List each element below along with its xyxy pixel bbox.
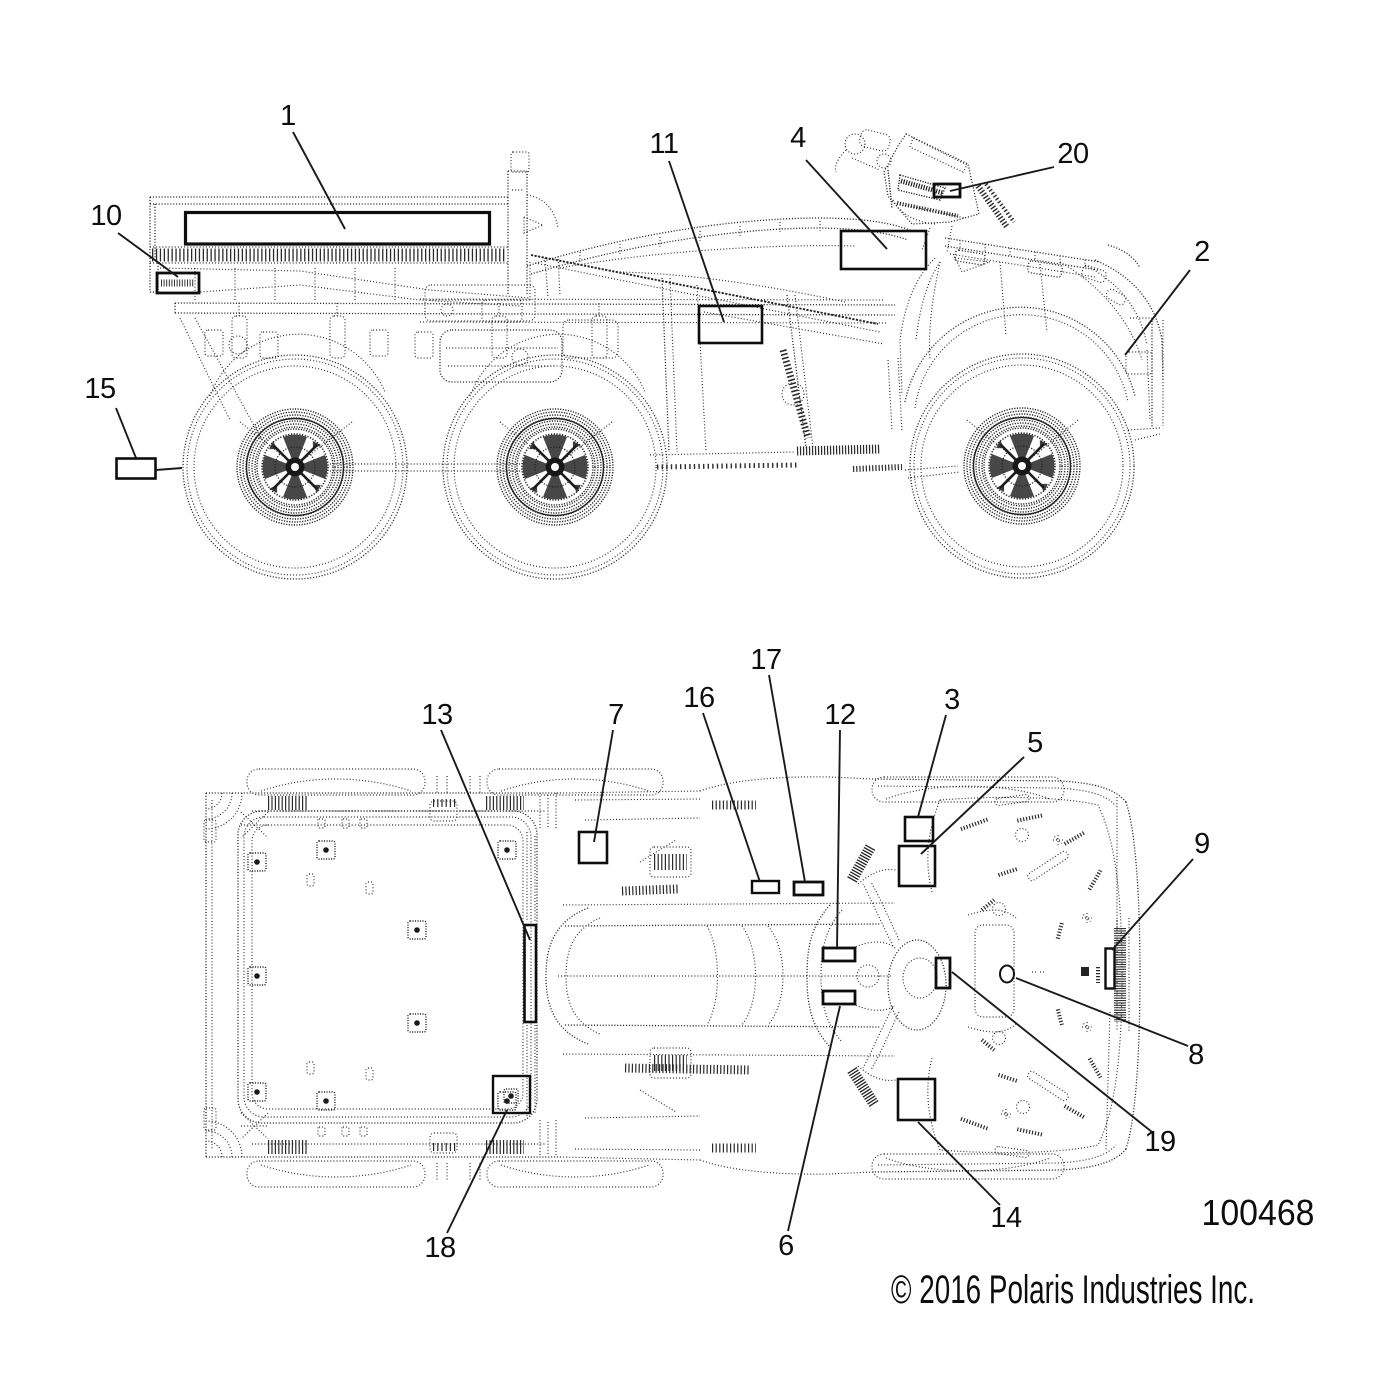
svg-text:4: 4 <box>790 122 806 154</box>
svg-text:11: 11 <box>649 128 678 160</box>
svg-text:3: 3 <box>944 684 960 716</box>
svg-text:13: 13 <box>421 699 452 731</box>
svg-text:9: 9 <box>1194 828 1210 860</box>
svg-text:16: 16 <box>683 682 714 714</box>
svg-text:10: 10 <box>90 200 121 232</box>
svg-text:14: 14 <box>990 1202 1022 1234</box>
svg-text:12: 12 <box>824 699 855 731</box>
svg-text:18: 18 <box>424 1232 455 1264</box>
svg-text:2: 2 <box>1194 236 1210 268</box>
svg-text:5: 5 <box>1027 727 1043 759</box>
svg-text:6: 6 <box>778 1230 794 1262</box>
svg-text:7: 7 <box>608 699 624 731</box>
svg-text:15: 15 <box>84 373 115 405</box>
svg-text:© 2016 Polaris Industries Inc.: © 2016 Polaris Industries Inc. <box>891 1268 1255 1312</box>
svg-text:100468: 100468 <box>1202 1192 1315 1233</box>
svg-text:1: 1 <box>280 100 296 132</box>
svg-text:17: 17 <box>750 644 781 676</box>
svg-text:8: 8 <box>1188 1039 1204 1071</box>
svg-text:20: 20 <box>1057 138 1088 170</box>
